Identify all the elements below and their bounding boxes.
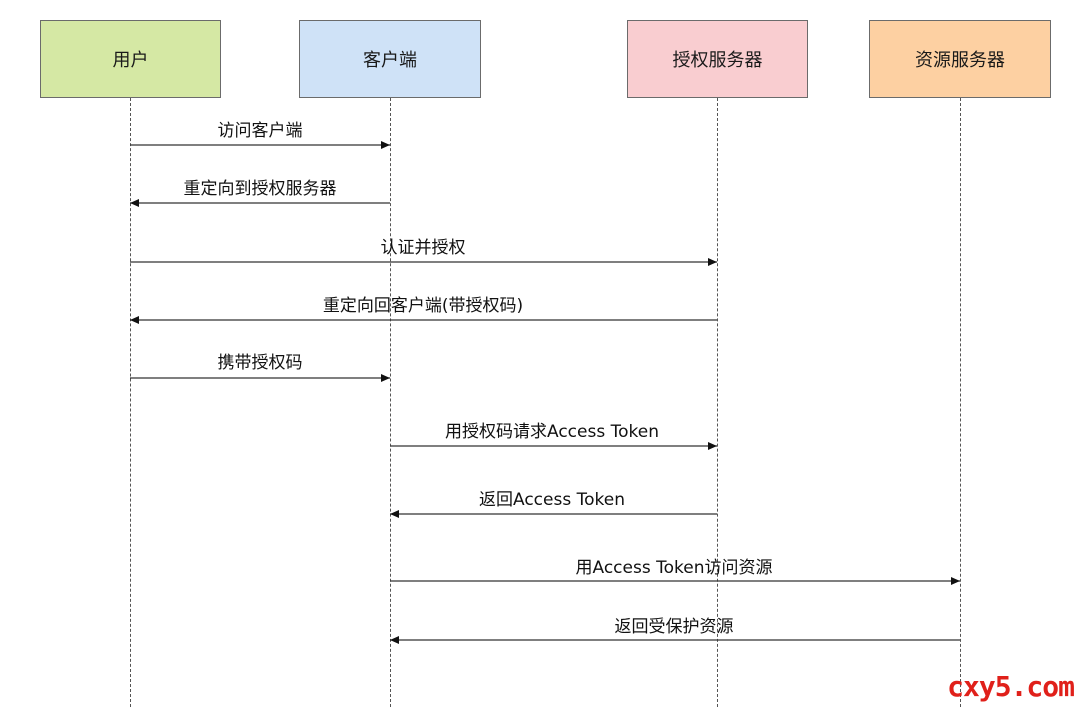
watermark-logo: cxy5.com: [947, 670, 1075, 703]
actor-client: 客户端: [299, 20, 481, 98]
actor-auth-server: 授权服务器: [627, 20, 808, 98]
message-label: 返回受保护资源: [614, 617, 734, 637]
message-label: 携带授权码: [217, 353, 303, 373]
message-label: 返回Access Token: [479, 490, 625, 510]
message-label: 认证并授权: [380, 238, 466, 258]
actor-resource-server: 资源服务器: [869, 20, 1051, 98]
actor-user: 用户: [40, 20, 221, 98]
lifeline-client: [390, 98, 391, 707]
lifeline-resource-server: [960, 98, 961, 707]
message-label: 用Access Token访问资源: [575, 558, 773, 578]
lifeline-user: [130, 98, 131, 707]
message-label: 用授权码请求Access Token: [445, 422, 659, 442]
message-label: 访问客户端: [217, 121, 303, 141]
lifeline-auth-server: [717, 98, 718, 707]
message-label: 重定向回客户端(带授权码): [322, 296, 524, 316]
message-label: 重定向到授权服务器: [183, 179, 337, 199]
